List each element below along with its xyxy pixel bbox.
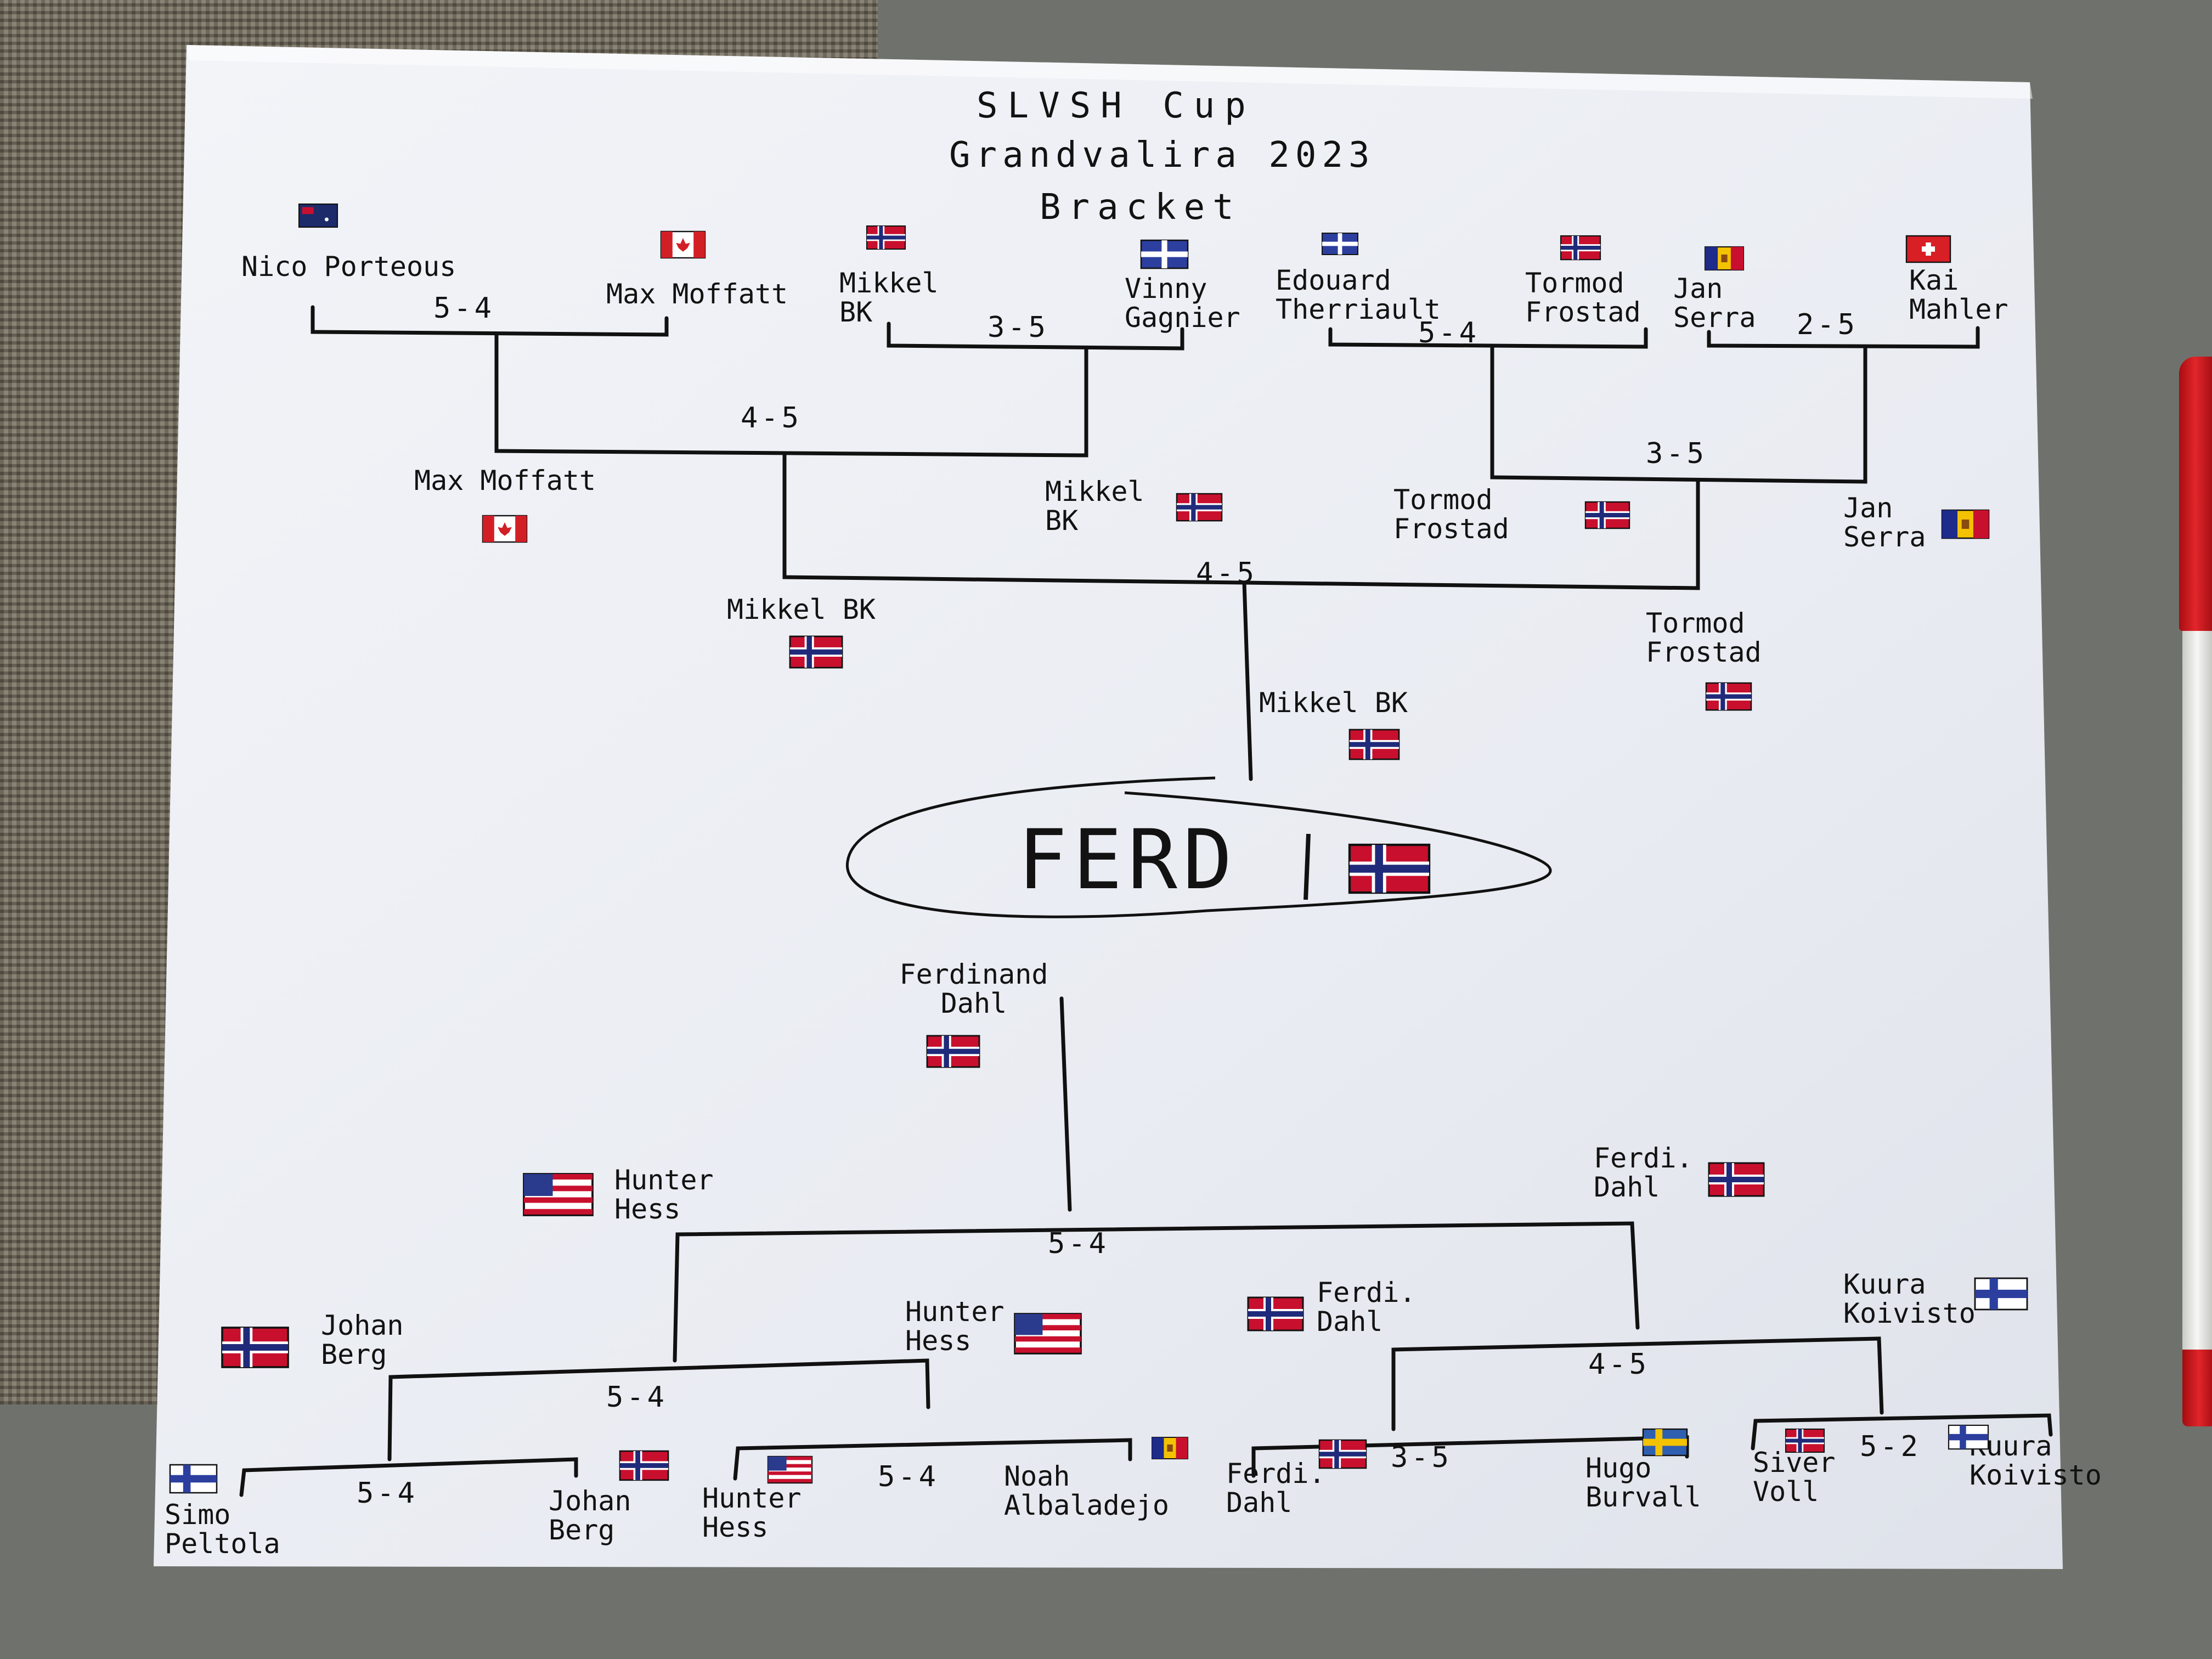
player-name: Max Moffatt bbox=[414, 465, 596, 496]
match-score: 5-4 bbox=[1418, 317, 1480, 349]
title-line-3: Bracket bbox=[1040, 187, 1242, 228]
match-score: 5-4 bbox=[878, 1460, 939, 1493]
marker-tip bbox=[2182, 1350, 2212, 1426]
marker-cap bbox=[2179, 357, 2212, 631]
player-name: Mikkel BK bbox=[1045, 476, 1144, 537]
match-score: 5-4 bbox=[433, 292, 495, 325]
match-score: 3-5 bbox=[1391, 1441, 1452, 1474]
match-score: 5-4 bbox=[1048, 1227, 1109, 1260]
bottom-finalist-name: Ferdinand Dahl bbox=[899, 958, 1048, 1019]
player-name: Noah Albaladejo bbox=[1004, 1460, 1170, 1521]
player-name: Ferdi. Dahl bbox=[1317, 1277, 1416, 1338]
player-name: Tormod Frostad bbox=[1393, 484, 1509, 545]
player-name: Kuura Koivisto bbox=[1843, 1268, 1976, 1329]
match-score: 3-5 bbox=[988, 311, 1049, 344]
player-name: Vinny Gagnier bbox=[1125, 273, 1240, 334]
title-line-1: SLVSH Cup bbox=[977, 86, 1256, 126]
player-name: Tormod Frostad bbox=[1525, 267, 1641, 328]
champion-name: FERD bbox=[1018, 812, 1238, 908]
player-name: Tormod Frostad bbox=[1646, 607, 1762, 668]
match-score: 4-5 bbox=[1196, 557, 1257, 590]
match-score: 2-5 bbox=[1797, 308, 1858, 341]
player-name: Max Moffatt bbox=[606, 278, 788, 310]
match-score: 5-4 bbox=[357, 1477, 418, 1510]
player-name: Jan Serra bbox=[1673, 273, 1756, 334]
player-name: Hunter Hess bbox=[702, 1482, 802, 1543]
title-line-2: Grandvalira 2023 bbox=[949, 135, 1375, 176]
player-name: Hugo Burvall bbox=[1585, 1452, 1701, 1513]
player-name: Johan Berg bbox=[321, 1310, 404, 1370]
player-name: Ferdi. Dahl bbox=[1594, 1142, 1693, 1203]
player-name: Kai Mahler bbox=[1909, 264, 2008, 325]
player-name: Hunter Hess bbox=[905, 1296, 1005, 1357]
player-name: Edouard Therriault bbox=[1276, 264, 1441, 325]
player-name: Nico Porteous bbox=[241, 251, 456, 283]
match-score: 5-2 bbox=[1860, 1430, 1921, 1463]
player-name: Hunter Hess bbox=[614, 1164, 714, 1225]
player-name: Siver Voll bbox=[1753, 1447, 1836, 1508]
player-name: Mikkel BK bbox=[839, 267, 939, 328]
top-finalist-name: Mikkel BK bbox=[1259, 687, 1408, 719]
match-score: 4-5 bbox=[1588, 1348, 1650, 1381]
player-name: Mikkel BK bbox=[727, 594, 876, 625]
player-name: Jan Serra bbox=[1843, 492, 1926, 553]
player-name: Simo Peltola bbox=[165, 1499, 280, 1560]
match-score: 3-5 bbox=[1646, 437, 1707, 470]
player-name: Ferdi. Dahl bbox=[1226, 1458, 1325, 1519]
player-name: Johan Berg bbox=[549, 1485, 631, 1546]
match-score: 5-4 bbox=[606, 1381, 668, 1414]
match-score: 4-5 bbox=[741, 402, 802, 435]
